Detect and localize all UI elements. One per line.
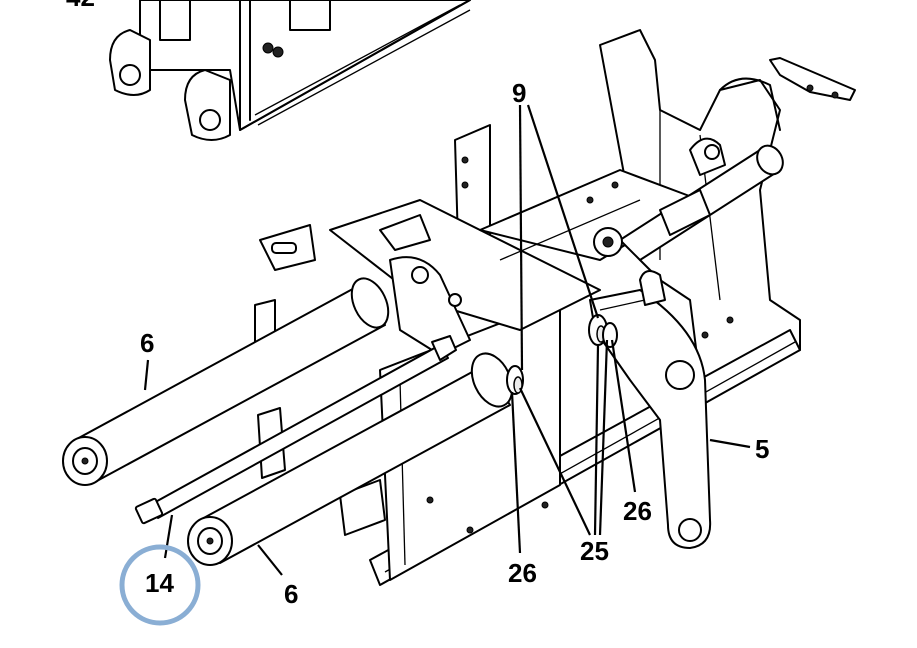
bushing-part-26-right <box>602 322 618 348</box>
leader-lines <box>143 104 751 576</box>
callout-42: 42 <box>66 0 95 12</box>
callout-6-top: 6 <box>140 328 154 358</box>
callout-labels: 42 9 6 6 5 14 26 26 25 <box>66 0 769 609</box>
callout-5: 5 <box>755 434 769 464</box>
upper-cross-tube <box>593 137 784 261</box>
lever-arm-part-5 <box>589 270 712 549</box>
callout-25: 25 <box>580 536 609 566</box>
bushing-part-26-left <box>506 365 524 395</box>
highlight-circle <box>119 544 201 626</box>
upper-frame-assembly <box>109 0 471 141</box>
cylinder-tube-upper-part-6 <box>62 277 390 486</box>
callout-14: 14 <box>145 568 174 598</box>
callout-6-bottom: 6 <box>284 579 298 609</box>
callout-26-right: 26 <box>623 496 652 526</box>
rod-part-14 <box>134 335 457 525</box>
cylinder-tube-lower-part-6 <box>187 352 514 566</box>
callout-26-bottom: 26 <box>508 558 537 588</box>
callout-9: 9 <box>512 78 526 108</box>
